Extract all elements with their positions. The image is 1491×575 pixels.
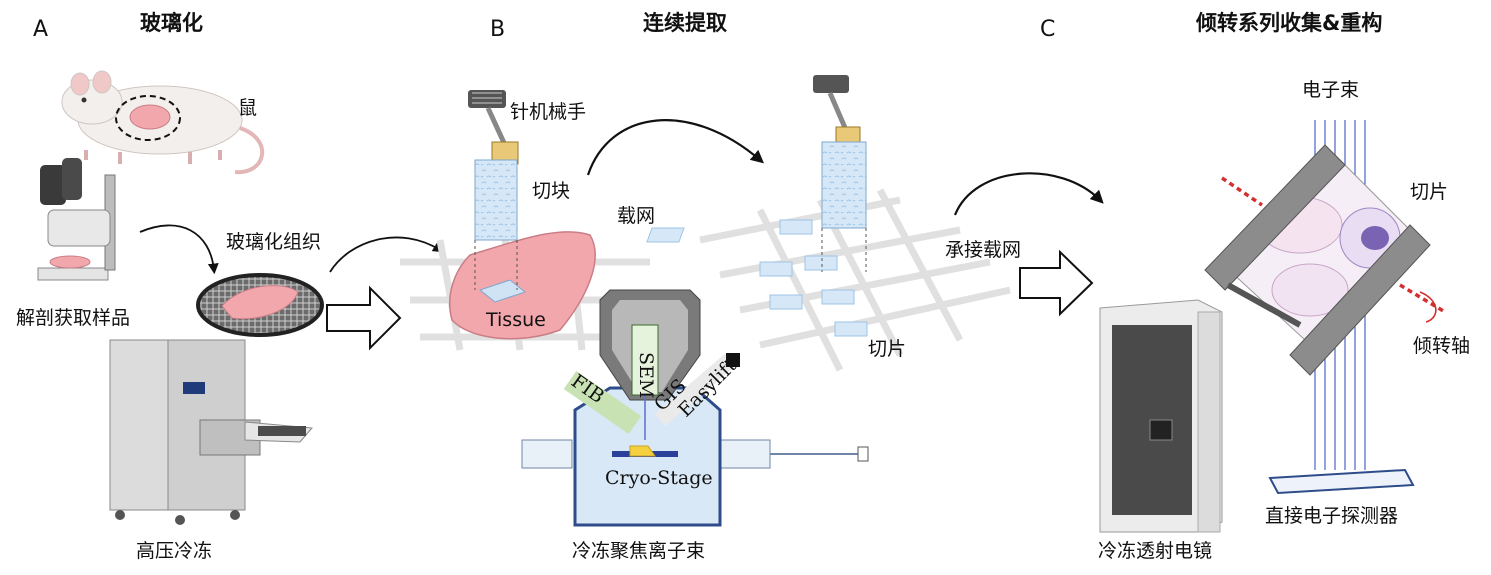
block-arrow-icon — [326, 285, 402, 351]
cryo-stage-label: Cryo-Stage — [605, 467, 713, 489]
manipulator-label: 针机械手 — [510, 101, 586, 123]
chunk-block — [474, 159, 518, 241]
chunk-label: 切块 — [532, 180, 570, 202]
block-arrow-icon — [1019, 249, 1094, 317]
curved-arrow-icon — [329, 236, 444, 273]
needle-manipulator-illustration — [813, 75, 861, 148]
high-pressure-freezer-illustration — [109, 339, 314, 525]
guide-lines — [821, 228, 867, 272]
lift-out-site — [478, 279, 527, 303]
panel-a-title: 玻璃化 — [140, 11, 203, 35]
vitrified-tissue-label: 玻璃化组织 — [226, 231, 321, 253]
lamella-c-label: 切片 — [1410, 181, 1448, 203]
curved-arrow-icon — [586, 119, 765, 176]
curved-arrow-icon — [139, 224, 219, 275]
tissue-label: Tissue — [485, 309, 546, 331]
fib-sem-label: 冷冻聚焦离子束 — [572, 540, 705, 562]
panel-b-letter: B — [490, 17, 505, 42]
grid-label: 载网 — [617, 205, 655, 227]
fib-sem-chamber — [521, 289, 869, 527]
detector-label: 直接电子探测器 — [1265, 505, 1398, 527]
guide-lines — [474, 240, 518, 290]
curved-arrow-icon — [953, 172, 1104, 216]
chunk-block — [821, 141, 867, 229]
mouse-label: 鼠 — [238, 97, 257, 119]
panel-c-title: 倾转系列收集&重构 — [1195, 11, 1382, 35]
direct-electron-detector — [1268, 468, 1415, 495]
panel-a-letter: A — [33, 17, 48, 42]
panel-c-letter: C — [1040, 17, 1055, 42]
receiver-grid-label: 承接载网 — [945, 239, 1021, 261]
needle-manipulator-illustration — [468, 90, 519, 165]
panel-b-title: 连续提取 — [643, 11, 727, 35]
lamellae-on-grid — [646, 219, 868, 337]
vitrified-grid-illustration — [196, 273, 324, 337]
stereo-microscope-illustration — [37, 158, 116, 281]
hpf-label: 高压冷冻 — [136, 540, 212, 562]
cryo-tem-illustration — [1099, 299, 1223, 533]
dissect-label: 解剖获取样品 — [16, 307, 130, 329]
tissue-illustration — [448, 231, 596, 340]
electron-beam-label: 电子束 — [1302, 79, 1359, 101]
mouse-illustration — [61, 70, 265, 175]
cryo-tem-label: 冷冻透射电镜 — [1098, 540, 1212, 562]
tilted-lamella-illustration — [1204, 144, 1446, 376]
tilt-axis-label: 倾转轴 — [1413, 335, 1470, 357]
lamella-b-label: 切片 — [868, 338, 906, 360]
sem-label: SEM — [635, 352, 657, 398]
